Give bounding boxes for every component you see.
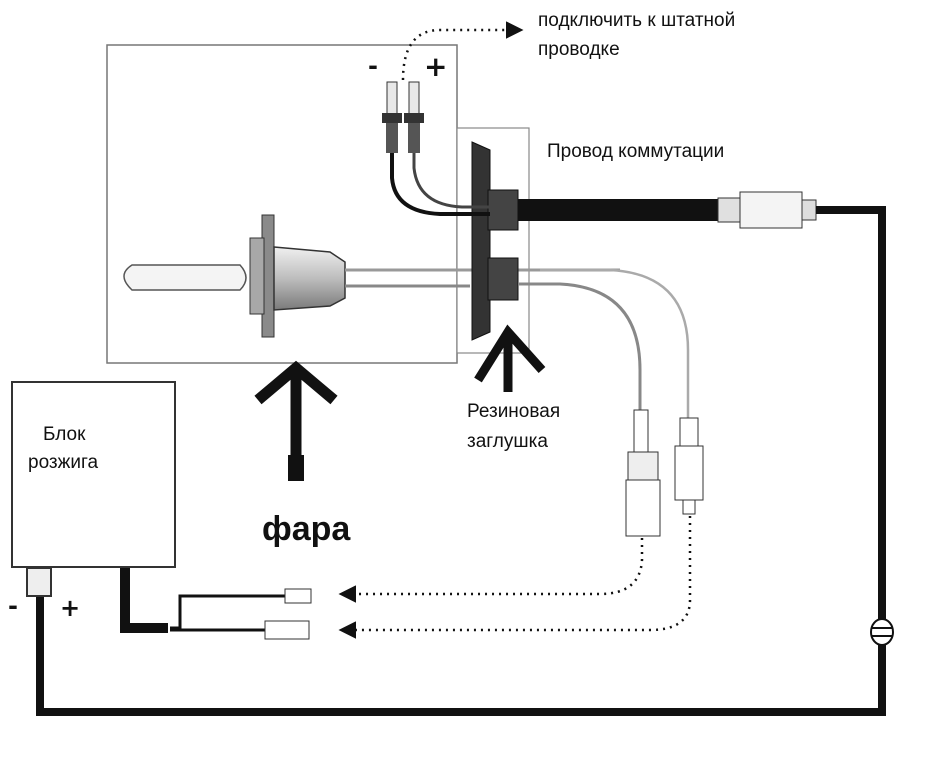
top-plus-sign: +	[424, 50, 447, 83]
unit-plus-sign: +	[60, 594, 80, 622]
hv-wire-2	[540, 268, 690, 418]
dotted-route-2	[338, 516, 692, 639]
ignition-unit-terminal	[26, 567, 52, 597]
top-wire-left	[390, 150, 490, 216]
label-headlight: фара	[262, 510, 351, 548]
xenon-bulb	[123, 214, 346, 338]
dotted-route-1	[338, 538, 644, 603]
housing-back-panel	[456, 127, 530, 354]
main-return-wire	[36, 206, 886, 716]
unit-minus-sign: -	[8, 592, 18, 620]
unit-output-branch-upper	[170, 594, 285, 630]
label-switching-wire: Провод коммутации	[547, 141, 724, 162]
output-connector-upper	[284, 588, 312, 604]
top-connector-plus	[404, 81, 424, 153]
hv-wire-1	[518, 282, 642, 410]
dotted-connect-top	[401, 21, 524, 81]
label-ignition-unit-line2: розжига	[28, 452, 98, 473]
wire-clip-marker	[870, 618, 894, 646]
label-connect-factory-line1: подключить к штатной	[538, 10, 735, 31]
headlight-arrow	[254, 360, 338, 481]
switching-connector	[717, 191, 817, 229]
hv-connector-2	[674, 417, 704, 515]
hv-connector-1	[625, 409, 661, 537]
top-connector-minus	[382, 81, 402, 153]
top-wire-right	[412, 150, 490, 209]
label-rubber-plug-line2: заглушка	[467, 431, 548, 452]
output-connector-lower	[264, 620, 310, 640]
label-ignition-unit-line1: Блок	[43, 424, 86, 445]
label-rubber-plug-line1: Резиновая	[467, 401, 560, 422]
top-minus-sign: -	[368, 52, 378, 80]
label-connect-factory-line2: проводке	[538, 39, 620, 60]
ignition-unit-box	[11, 381, 176, 568]
rubber-plug	[471, 141, 519, 341]
rubber-plug-arrow	[474, 324, 546, 392]
unit-output-cable	[120, 568, 168, 633]
